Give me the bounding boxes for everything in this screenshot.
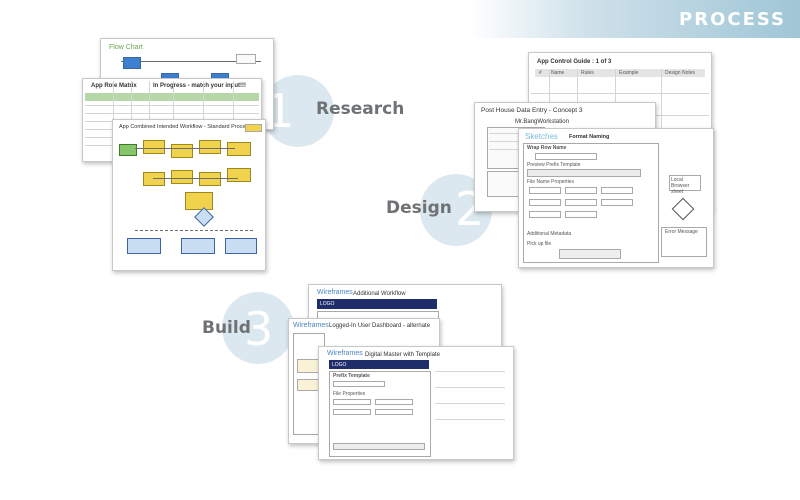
sketches-label: Sketches [525,132,558,141]
data-entry-title: Post House Data Entry - Concept 3 [481,107,583,114]
flow-process-node [185,192,213,210]
control-col-header: # [539,70,542,76]
wf3-button-row [333,443,425,450]
matrix-heading: In Progress - match your input!!! [153,83,247,89]
wf3-header-bar [329,360,429,369]
step-3-number: 3 [244,302,274,356]
flow-line [135,148,235,149]
sketch-input [565,199,597,206]
wf1-subtitle: Additional Workflow [353,291,406,297]
file-section: File Name Properties [527,179,574,185]
flow-decision-node [194,207,214,227]
wf1-label: Wireframes [317,289,353,296]
flow-line [121,61,261,62]
form-row [489,149,539,150]
wf3-subtitle: Digital Master with Template [365,352,440,358]
flow-end-node [225,238,257,254]
step-3-label: Build [202,318,251,338]
flow-end-node [127,238,161,254]
control-col-header: Example [619,70,639,76]
preview-field [527,169,641,177]
wf3-input [375,399,413,405]
flow-process-node [143,140,165,154]
wf3-prefix-template: Prefix Template [333,373,370,379]
step-3-circle [222,292,294,364]
step-1-circle [262,75,334,147]
step-2-label: Design [386,198,452,218]
sketches-subtitle: Format Naming [569,134,610,140]
wf1-header-bar [317,299,437,309]
sketch-input [601,199,633,206]
flow-process-node [227,142,251,156]
process-banner: PROCESS [470,0,800,38]
sketch-input [601,187,633,194]
sketches-doc: Sketches Format Naming Wrap Row Name Pre… [518,128,714,268]
wf3-note-line [435,371,505,372]
control-guide-title: App Control Guide : 1 of 3 [537,59,612,65]
control-row [531,93,709,94]
flow-process-node [199,140,221,154]
matrix-row [85,105,259,106]
wf2-label: Wireframes [293,322,329,329]
control-col-header: Name [551,70,565,76]
flow-start-node [119,144,137,156]
wf3-logo: LOGO [332,362,347,368]
step-1-label: Research [316,99,405,119]
form-row [489,141,539,142]
wrapper-label: Wrap Row Name [527,145,567,151]
flow-chart-title: Flow Chart [109,44,143,51]
preview-label: Preview Prefix Template [527,162,581,168]
wf3-note-line [435,387,505,388]
wireframe-3-doc: Wireframes Digital Master with Template … [318,346,514,460]
wf3-input [375,409,413,415]
wf1-logo: LOGO [320,301,335,307]
sketch-input [529,211,561,218]
flow-process-node [143,172,165,186]
local-browser-box [669,175,701,191]
flow-node [236,54,256,64]
legend-box [245,124,262,132]
data-entry-name: Mr.BangWorkstation [515,119,569,125]
flow-process-node [199,172,221,186]
error-message: Error Message [665,229,698,235]
sketch-input [535,153,597,160]
control-col-header: Design Notes [665,70,696,76]
control-header-row [535,69,705,77]
sketch-input [565,187,597,194]
workflow-title: App Combined Intended Workflow - Standar… [119,124,251,130]
pick-up-label: Pick up file [527,241,552,247]
local-browser-label: Local Browser sheet [671,177,690,195]
control-col-header: Rules [581,70,594,76]
wf3-note-line [435,403,505,404]
workflow-doc: App Combined Intended Workflow - Standar… [112,119,266,271]
process-title: PROCESS [679,9,786,30]
wf3-note-line [435,419,505,420]
wf3-file-properties: File Properties [333,391,366,397]
sketch-input [529,187,561,194]
additional-section: Additional Metadata [527,231,572,237]
error-box [661,227,707,257]
wf3-label: Wireframes [327,350,363,357]
flow-process-node [171,170,193,184]
wf2-subtitle: Logged-In User Dashboard - alternate [329,323,431,329]
decision-diamond [671,197,695,221]
matrix-header-row [85,93,259,101]
form-row [489,133,539,134]
flow-line [153,178,238,179]
flow-process-node [171,144,193,158]
flow-node [123,57,141,69]
sketch-input [529,199,561,206]
flow-end-node [181,238,215,254]
flow-line [135,230,253,232]
sketch-input [565,211,597,218]
matrix-row [85,113,259,114]
flow-process-node [227,168,251,182]
sketch-button [559,249,621,259]
wf3-input [333,409,371,415]
wf3-input [333,381,385,387]
wf3-input [333,399,371,405]
